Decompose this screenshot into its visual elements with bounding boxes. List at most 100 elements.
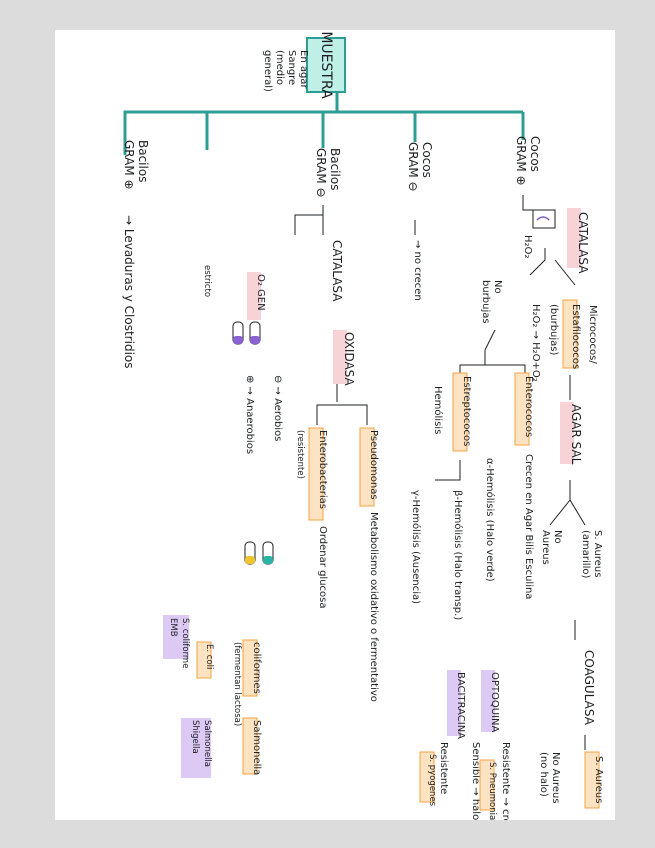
svg-text:BACITRACINA: BACITRACINA: [455, 672, 466, 739]
svg-text:Enterococos: Enterococos: [523, 376, 534, 437]
svg-text:EMB: EMB: [168, 618, 178, 637]
oxidasa-neg: ⊖ → Aerobios: [272, 375, 283, 441]
branch-strep: [435, 350, 526, 481]
node-o2-tests: O₂ GEN ⊖ → Aerobios ⊕ → Anaerobios estri…: [202, 265, 283, 454]
svg-text:GRAM ⊖: GRAM ⊖: [406, 142, 420, 192]
group-cocos-gram-pos: Cocos GRAM ⊕: [514, 136, 542, 186]
paper-sheet: MUESTRA En agar Sangre (medio general) C…: [55, 30, 615, 820]
node-pseudomonas: Pseudomonas Metabolismo oxidativo o ferm…: [359, 427, 379, 702]
svg-text:OPTOQUINA: OPTOQUINA: [489, 672, 500, 733]
s-coliforme: S. coliforme: [180, 618, 190, 668]
node-salmonella: Salmonella Salmonella Shigella: [181, 717, 262, 778]
svg-text:(medio: (medio: [274, 50, 285, 85]
node-catalasa-2: CATALASA: [330, 240, 344, 302]
svg-text:S. Aureus: S. Aureus: [593, 756, 604, 803]
svg-text:(amarillo): (amarillo): [580, 530, 591, 578]
node-s-aureus: S. Aureus (amarillo): [580, 530, 603, 578]
ordenar-label: Ordenar glucosa: [317, 526, 328, 608]
svg-text:Sangre: Sangre: [286, 50, 297, 85]
concept-map-diagram: MUESTRA En agar Sangre (medio general) C…: [122, 31, 604, 820]
svg-text:Shigella: Shigella: [190, 720, 200, 754]
svg-text:CATALASA: CATALASA: [330, 240, 344, 302]
svg-text:No: No: [552, 530, 563, 544]
node-estreptococos: Estreptococos: [452, 372, 472, 452]
svg-text:GRAM ⊖: GRAM ⊖: [314, 148, 328, 198]
group-bacilos-gram-neg: Bacilos GRAM ⊖: [314, 148, 342, 198]
alfa-hemolisis: α-Hemólisis (Halo verde): [484, 458, 496, 582]
node-hemolisis: Hemólisis α-Hemólisis (Halo verde) β-Hem…: [410, 386, 496, 620]
node-no-aureus: No Aureus: [540, 530, 563, 565]
svg-text:Salmonella: Salmonella: [202, 720, 212, 767]
svg-text:coliformes: coliformes: [251, 642, 262, 694]
bilis-esculina-label: Crecen en Agar Bilis Esculina: [523, 454, 534, 599]
svg-text:(fermentan lactosa): (fermentan lactosa): [232, 642, 242, 726]
test-tube-icons: [232, 321, 274, 565]
coagulasa-label: COAGULASA: [582, 650, 596, 726]
h2o2-label: H₂O₂: [522, 235, 533, 258]
agar-sal-label: AGAR SAL: [569, 404, 583, 465]
branch-manitol: [549, 375, 586, 750]
svg-text:GRAM ⊕: GRAM ⊕: [122, 140, 136, 190]
node-enterobacterias: Enterobacterias (resistente) Ordenar glu…: [295, 427, 328, 608]
svg-text:Cocos: Cocos: [420, 142, 434, 178]
root-note: En agar Sangre (medio general): [262, 50, 309, 92]
node-s-aureus-2: S. Aureus: [584, 751, 604, 809]
bacilos-pos-note: → Levaduras y Clostridios: [122, 215, 136, 369]
node-no-aureus-2: No Aureus (no halo): [538, 752, 561, 804]
group-bacilos-gram-pos: Bacilos GRAM ⊕ → Levaduras y Clostridios: [122, 140, 150, 369]
node-optoquina: OPTOQUINA Sensible → halo → Resistente →…: [470, 670, 511, 820]
svg-text:→ no crecen: → no crecen: [412, 240, 423, 301]
node-bacitracina: BACITRACINA Resistente S. pyogenes: [419, 670, 466, 807]
svg-text:Estreptococos: Estreptococos: [461, 376, 472, 446]
node-cocos-neg-note: → no crecen: [412, 240, 423, 301]
node-oxidasa: OXIDASA: [333, 330, 356, 387]
svg-text:GRAM ⊕: GRAM ⊕: [514, 136, 528, 186]
s-pyogenes: S. pyogenes: [427, 754, 437, 807]
svg-text:Aureus: Aureus: [540, 530, 551, 565]
catalasa-label-1: CATALASA: [576, 212, 590, 274]
svg-text:S. Aureus: S. Aureus: [592, 530, 603, 577]
resistente-1: Resistente → crecen: [500, 742, 511, 820]
main-trunk: [123, 92, 525, 155]
svg-text:(burbujas): (burbujas): [548, 304, 559, 356]
root-node: MUESTRA: [306, 31, 346, 99]
svg-text:OXIDASA: OXIDASA: [342, 332, 356, 387]
node-coagulasa: COAGULASA: [582, 650, 596, 726]
node-coliformes: coliformes (fermentan lactosa) E. coli S…: [163, 615, 262, 726]
sensible-1: Sensible → halo →: [470, 742, 481, 820]
svg-text:Hemólisis: Hemólisis: [432, 386, 444, 434]
svg-text:No: No: [492, 280, 503, 294]
s-pneumoniae: S. Pneumoniae: [487, 762, 497, 820]
svg-text:No Aureus: No Aureus: [550, 752, 561, 804]
svg-text:Enterobacterias: Enterobacterias: [317, 430, 328, 509]
e-coli: E. coli: [204, 644, 214, 669]
svg-text:Pseudomonas: Pseudomonas: [368, 430, 379, 500]
svg-text:burbujas: burbujas: [480, 280, 491, 324]
node-staph: Micrococos/ Estafilococos (burbujas) H₂O…: [530, 299, 598, 382]
gamma-hemolisis: γ-Hemólisis (Ausencia): [410, 490, 422, 604]
svg-text:O₂ GEN: O₂ GEN: [255, 274, 266, 311]
beta-hemolisis: β-Hemólisis (Halo transp.): [452, 490, 464, 620]
node-enterococos: Enterococos Crecen en Agar Bilis Esculin…: [514, 372, 534, 599]
node-agar-sal: AGAR SAL: [560, 402, 583, 465]
anaerobios-estricto: estricto: [202, 265, 212, 297]
metabolismo-label: Metabolismo oxidativo o fermentativo: [368, 512, 379, 702]
svg-text:Cocos: Cocos: [528, 136, 542, 172]
group-cocos-gram-neg: Cocos GRAM ⊖: [406, 142, 434, 235]
branch-bacilos-neg: [294, 205, 368, 425]
reaction-label: H₂O₂ → H₂O+O₂: [530, 304, 541, 382]
svg-text:Bacilos: Bacilos: [136, 140, 150, 182]
oxidasa-pos: ⊕ → Anaerobios: [244, 375, 255, 454]
staph-label: Estafilococos: [570, 304, 581, 369]
svg-text:En agar: En agar: [298, 50, 309, 89]
svg-text:general): general): [262, 50, 273, 92]
svg-text:Micrococos/: Micrococos/: [587, 305, 598, 364]
svg-text:Bacilos: Bacilos: [328, 148, 342, 190]
root-label: MUESTRA: [318, 31, 334, 99]
catalasa-test-1: CATALASA H₂O₂: [522, 208, 590, 274]
svg-text:(no halo): (no halo): [538, 752, 549, 797]
svg-text:(resistente): (resistente): [295, 430, 305, 479]
resistente-2: Resistente: [438, 742, 449, 794]
node-no-burbujas: No burbujas: [480, 280, 503, 351]
svg-text:Salmonella: Salmonella: [251, 720, 262, 775]
